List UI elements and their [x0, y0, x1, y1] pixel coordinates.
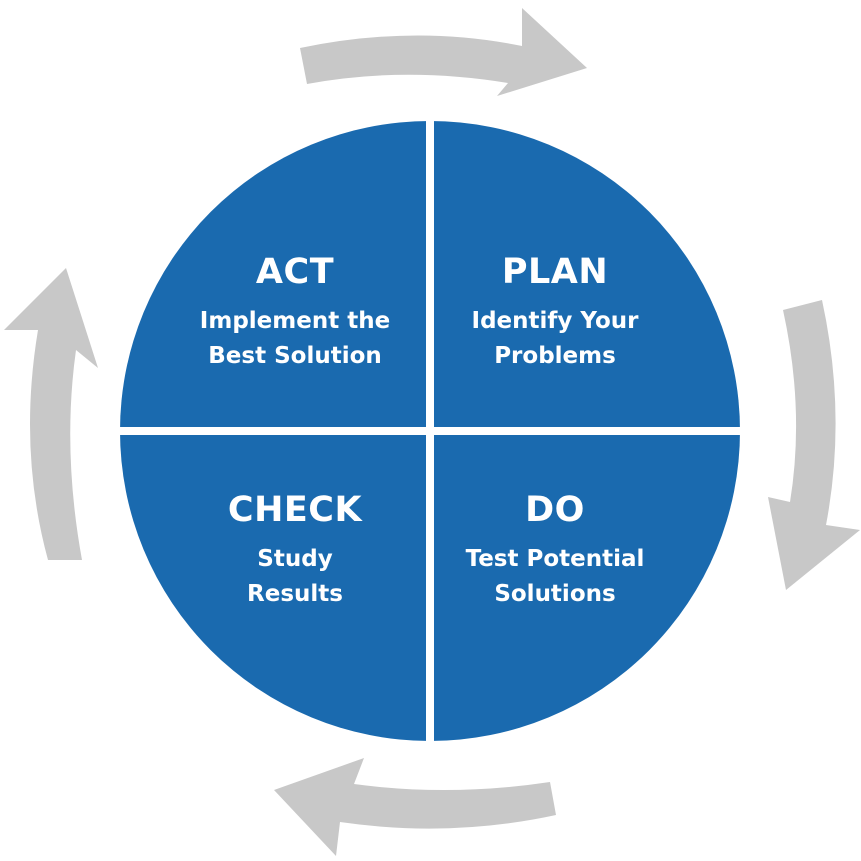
plan-title: PLAN: [501, 252, 609, 292]
quadrant-check: CHECK Study Results: [165, 490, 425, 612]
check-title: CHECK: [227, 490, 363, 530]
arrow-right-icon: [768, 300, 860, 590]
act-description: Implement the Best Solution: [165, 304, 425, 374]
check-description: Study Results: [165, 542, 425, 612]
do-description-line-2: Solutions: [494, 581, 616, 607]
arrow-bottom-icon: [274, 758, 556, 856]
check-description-line-1: Study: [257, 546, 333, 572]
arrow-left-icon: [4, 268, 98, 560]
plan-description: Identify Your Problems: [425, 304, 685, 374]
quadrant-plan: PLAN Identify Your Problems: [425, 252, 685, 374]
do-description-line-1: Test Potential: [465, 546, 645, 572]
act-description-line-2: Best Solution: [208, 343, 382, 369]
plan-description-line-2: Problems: [494, 343, 616, 369]
horizontal-divider: [115, 427, 745, 435]
quadrant-act: ACT Implement the Best Solution: [165, 252, 425, 374]
act-description-line-1: Implement the: [199, 308, 391, 334]
act-title: ACT: [255, 252, 335, 292]
arrow-top-icon: [300, 8, 587, 96]
plan-description-line-1: Identify Your: [471, 308, 639, 334]
check-description-line-2: Results: [247, 581, 343, 607]
do-description: Test Potential Solutions: [425, 542, 685, 612]
quadrant-do: DO Test Potential Solutions: [425, 490, 685, 612]
do-title: DO: [525, 490, 585, 530]
